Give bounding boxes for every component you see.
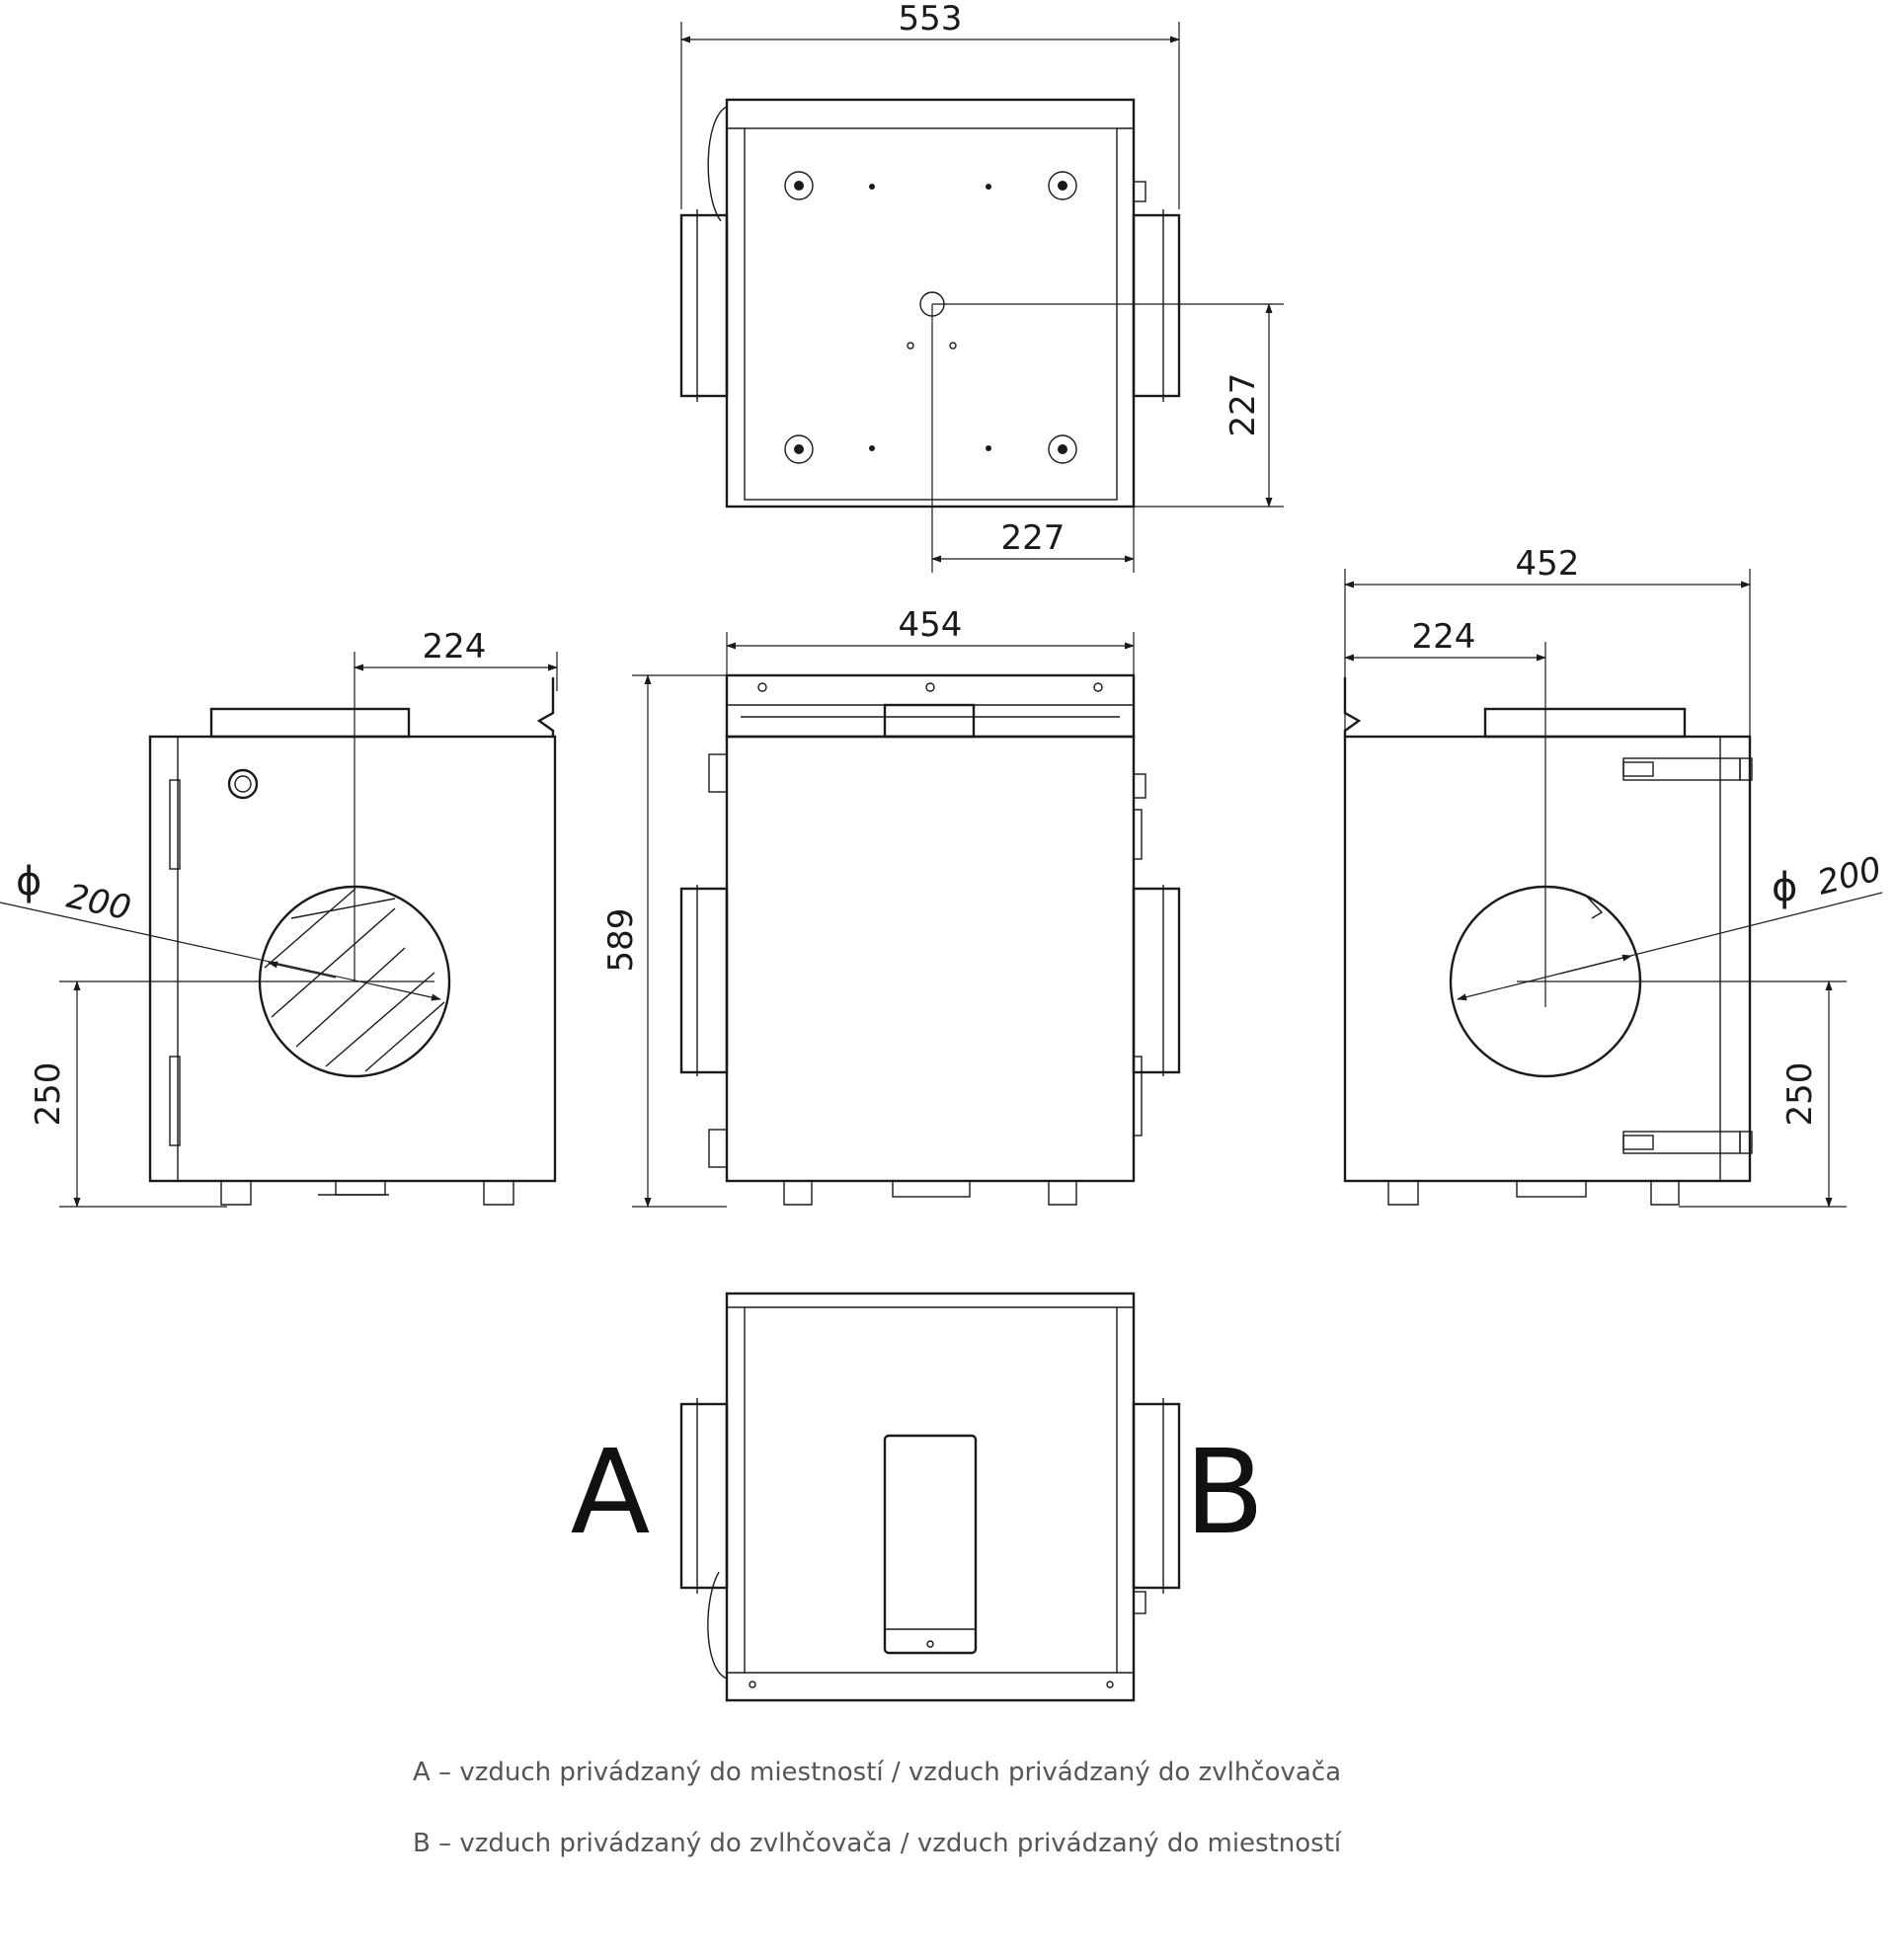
left-outlet-hatch [264,888,445,1072]
right-view: 452 224 ϕ 200 250 [1343,544,1885,1208]
bottom-view: A B [571,1292,1265,1702]
front-view: 454 589 [601,605,1181,1208]
dim-front-height: 589 [601,908,641,973]
dim-left-diameter: 200 [63,877,134,929]
dim-top-width: 553 [899,0,963,39]
dim-right-height: 250 [1780,1062,1820,1127]
port-label-a: A [571,1424,651,1560]
dim-front-width: 454 [899,605,963,645]
dim-right-overall: 452 [1516,544,1580,584]
dim-left-width: 224 [423,627,487,666]
dim-right-diameter-symbol: ϕ [1772,865,1797,910]
legend-line-b: B – vzduch privádzaný do zvlhčovača / vz… [413,1829,1342,1858]
legend-line-a: A – vzduch privádzaný do miestností / vz… [413,1758,1342,1787]
dim-left-height: 250 [29,1062,68,1127]
dim-top-outlet-offset-h: 227 [1001,518,1066,558]
dim-left-diameter-symbol: ϕ [16,859,41,904]
top-view: 553 227 227 [679,0,1284,573]
dim-top-outlet-offset-v: 227 [1224,373,1263,437]
dim-right-width: 224 [1412,617,1476,657]
left-view: 224 ϕ 200 250 [0,627,558,1208]
port-label-b: B [1185,1424,1265,1560]
